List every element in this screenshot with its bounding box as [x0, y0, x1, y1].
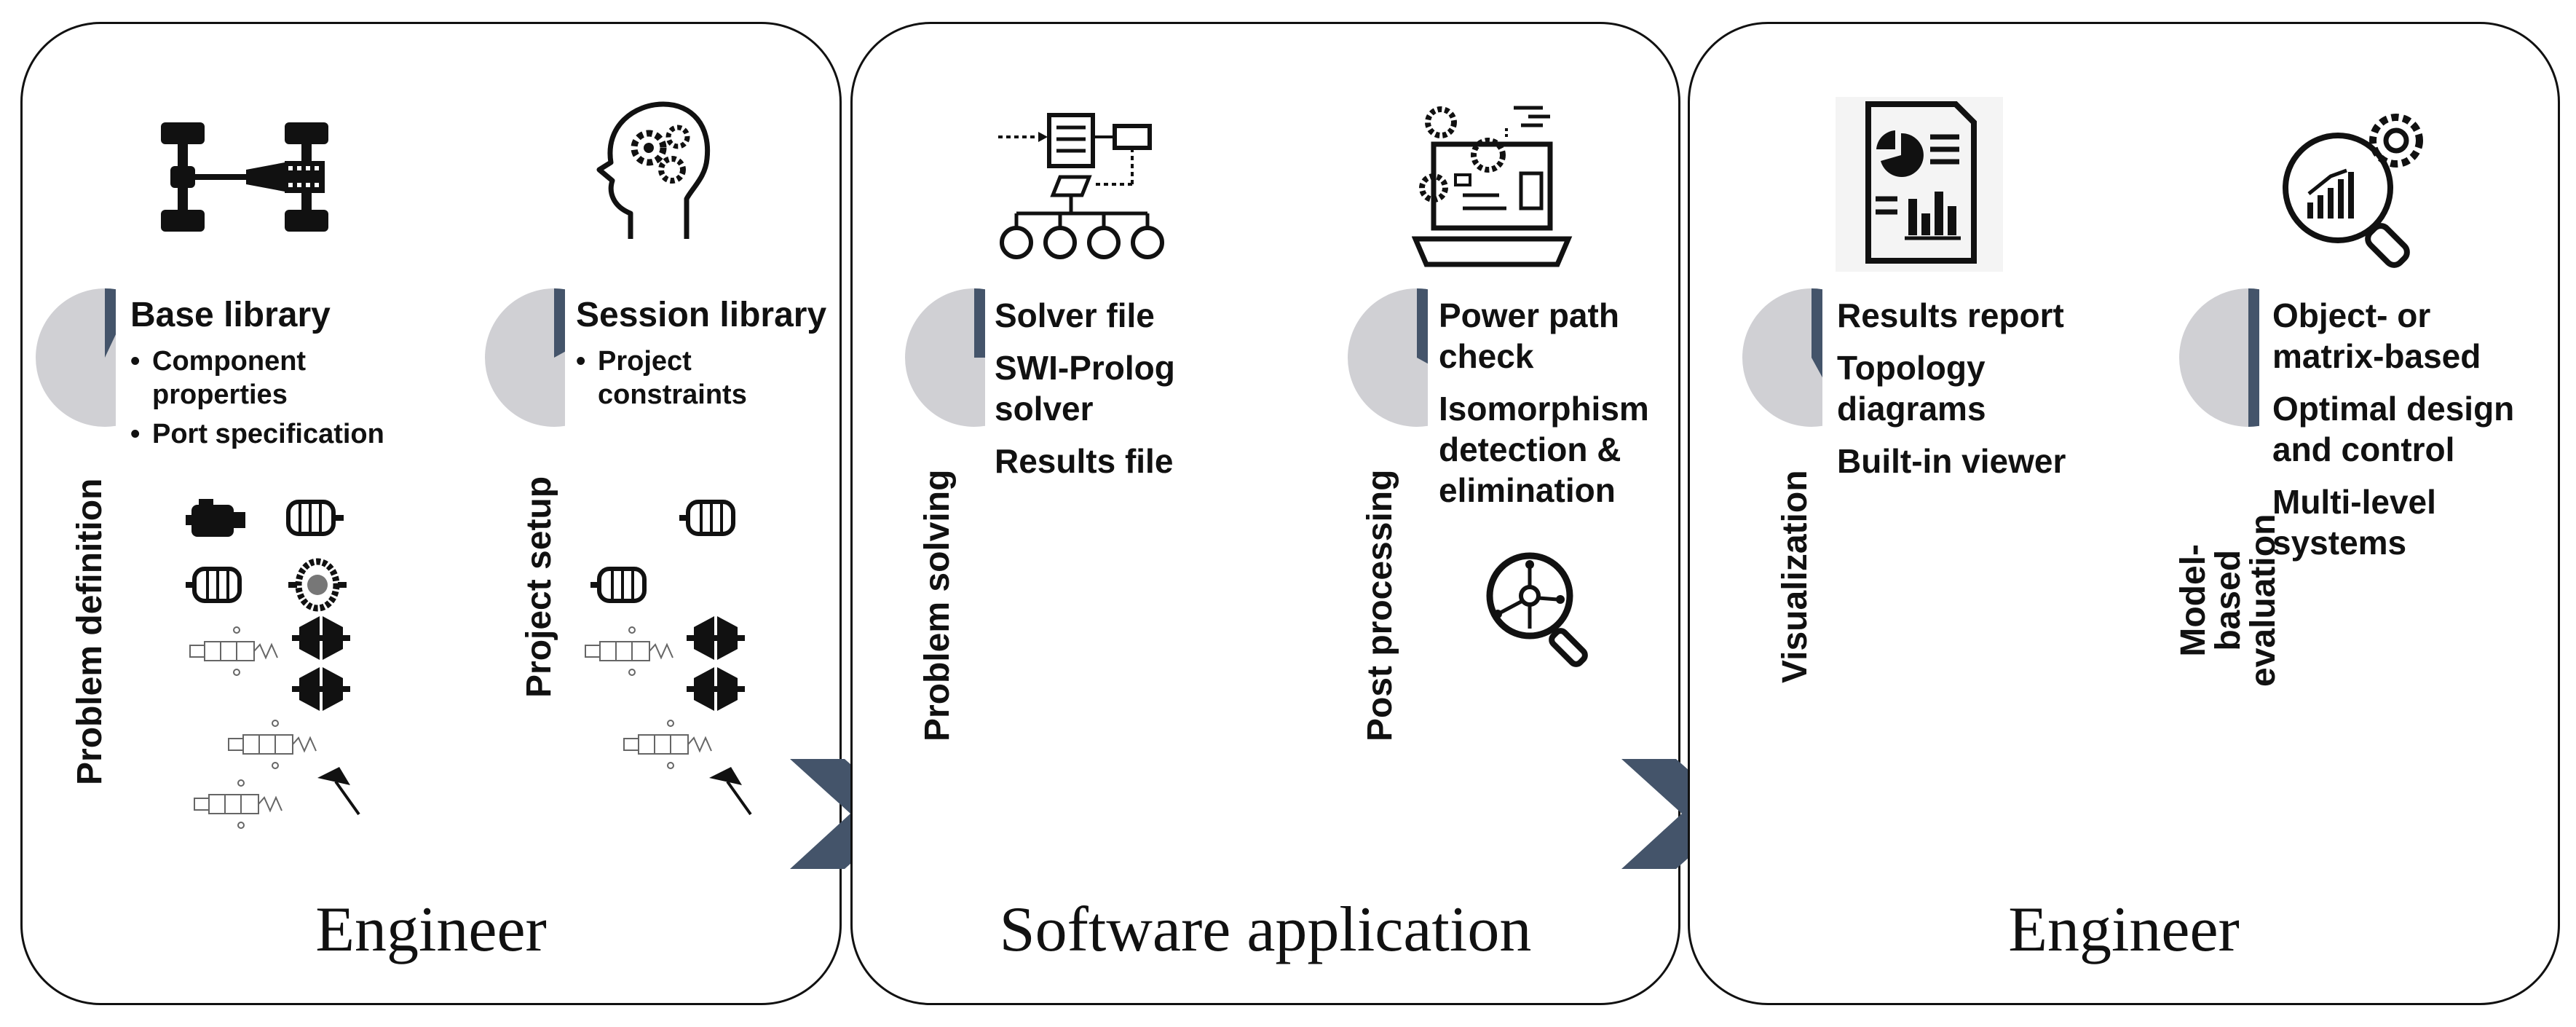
pie-background: [905, 288, 985, 427]
pie-slice: [105, 288, 116, 358]
stage-item: Results report: [1837, 296, 2064, 334]
panel-engineer-output: Visualization Results report Topology di…: [1688, 22, 2560, 1005]
drivetrain-icon: [161, 122, 328, 232]
wheel-icon: [317, 767, 360, 816]
progress-pie: [1348, 288, 1428, 427]
stage-content: Base library Component properties Port s…: [130, 295, 384, 457]
clutch-icon: [292, 616, 350, 660]
bullet-item: Project constraints: [576, 345, 826, 412]
stage-item: Isomorphism detection & elimination: [1439, 390, 1649, 509]
report-icon: [1836, 97, 2003, 272]
engine-icon: [186, 499, 245, 537]
pie-slice: [2248, 288, 2259, 427]
clutch-icon: [292, 667, 350, 711]
gearbox-icon: [288, 558, 347, 612]
progress-pie: [1742, 288, 1822, 427]
pie-background: [2179, 288, 2259, 427]
head-gears-icon: [596, 101, 711, 239]
solver-flow-icon: [998, 113, 1164, 259]
panel-footer: Engineer: [315, 894, 547, 965]
stage-content: Power path check Isomorphism detection &…: [1439, 295, 1649, 522]
pie-slice: [1812, 288, 1822, 378]
stage-item: Power path check: [1439, 296, 1619, 375]
stage-item: SWI-Prolog solver: [995, 349, 1175, 428]
valve-icon: [228, 720, 317, 769]
stage-content: Object- or matrix-based Optimal design a…: [2272, 295, 2514, 575]
clutch-icon: [687, 667, 745, 711]
stage-item: Topology diagrams: [1837, 349, 1986, 428]
progress-pie: [2179, 288, 2259, 427]
stage-item: Object- or matrix-based: [2272, 296, 2481, 375]
bullet-item: Component properties: [130, 345, 384, 412]
valve-icon: [194, 779, 283, 829]
stage-item: Optimal design and control: [2272, 390, 2515, 468]
progress-pie: [485, 288, 565, 427]
panel-engineer-input: Problem definition Base library Componen…: [20, 22, 842, 1005]
stage-item: Solver file: [995, 296, 1155, 334]
motor-icon: [286, 500, 344, 536]
valve-icon: [189, 626, 278, 676]
stage-content: Session library Project constraints: [576, 295, 826, 417]
motor-icon: [590, 567, 647, 603]
panel-footer: Engineer: [2008, 894, 2240, 965]
stage-item: Multi-level systems: [2272, 483, 2436, 562]
panel-software-application: Problem solving Solver file SWI-Prolog s…: [850, 22, 1680, 1005]
analytics-search-icon: [1486, 552, 1588, 667]
bullet-list: Project constraints: [576, 345, 826, 412]
panel-footer: Software application: [999, 894, 1532, 965]
bullet-item: Port specification: [130, 417, 384, 451]
progress-pie: [905, 288, 985, 427]
valve-icon: [623, 720, 712, 769]
stage-heading: Base library: [130, 296, 331, 334]
motor-icon: [186, 567, 242, 603]
stage-content: Solver file SWI-Prolog solver Results fi…: [995, 295, 1175, 493]
pie-slice: [554, 288, 565, 358]
stage-item: Results file: [995, 442, 1174, 480]
progress-pie: [36, 288, 116, 427]
chart-magnifier-gear-icon: [2283, 114, 2423, 268]
pie-background: [36, 288, 116, 427]
pie-slice: [1417, 288, 1428, 364]
clutch-icon: [687, 616, 745, 660]
stage-heading: Session library: [576, 296, 827, 334]
pie-background: [1348, 288, 1428, 427]
valve-icon: [585, 626, 673, 676]
wheel-icon: [709, 767, 752, 816]
laptop-gears-icon: [1412, 106, 1573, 267]
stage-content: Results report Topology diagrams Built-i…: [1837, 295, 2066, 493]
bullet-list: Component properties Port specification: [130, 345, 384, 451]
stage-item: Built-in viewer: [1837, 442, 2066, 480]
pie-background: [485, 288, 565, 427]
pie-background: [1742, 288, 1822, 427]
pie-slice: [974, 288, 985, 358]
motor-icon: [679, 500, 735, 536]
